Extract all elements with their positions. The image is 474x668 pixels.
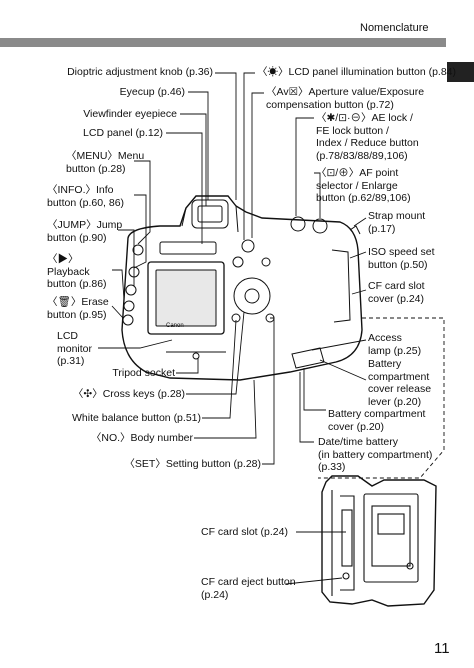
label-eyecup: Eyecup (p.46) xyxy=(119,86,185,98)
label-date-time-battery: Date/time battery(in battery compartment… xyxy=(318,436,433,473)
label-white-balance-button: White balance button (p.51) xyxy=(72,412,201,424)
label-ae-lock-button: 〈✱/⊡·⊖〉AE lock /FE lock button /Index / … xyxy=(316,112,419,162)
camera-brand: Canon xyxy=(166,323,184,329)
label-lcd-panel: LCD panel (p.12) xyxy=(83,127,163,139)
label-viewfinder-eyepiece: Viewfinder eyepiece xyxy=(83,108,177,120)
label-dioptric-knob: Dioptric adjustment knob (p.36) xyxy=(67,66,213,78)
label-cf-eject-button: CF card eject button(p.24) xyxy=(201,576,296,601)
label-body-number: 〈NO.〉Body number xyxy=(90,432,193,444)
header-rule xyxy=(0,38,446,47)
label-setting-button: 〈SET〉Setting button (p.28) xyxy=(124,458,261,470)
label-lcd-illumination-button: 〈☀〉LCD panel illumination button (p.84) xyxy=(257,66,457,78)
chapter-tab xyxy=(447,62,474,82)
label-cf-card-slot: CF card slot (p.24) xyxy=(201,526,288,538)
label-strap-mount: Strap mount(p.17) xyxy=(368,210,426,235)
label-tripod-socket: Tripod socket xyxy=(112,367,175,379)
page-number: 11 xyxy=(434,640,450,657)
label-cross-keys: 〈✣〉Cross keys (p.28) xyxy=(72,388,185,400)
section-title: Nomenclature xyxy=(360,22,429,34)
